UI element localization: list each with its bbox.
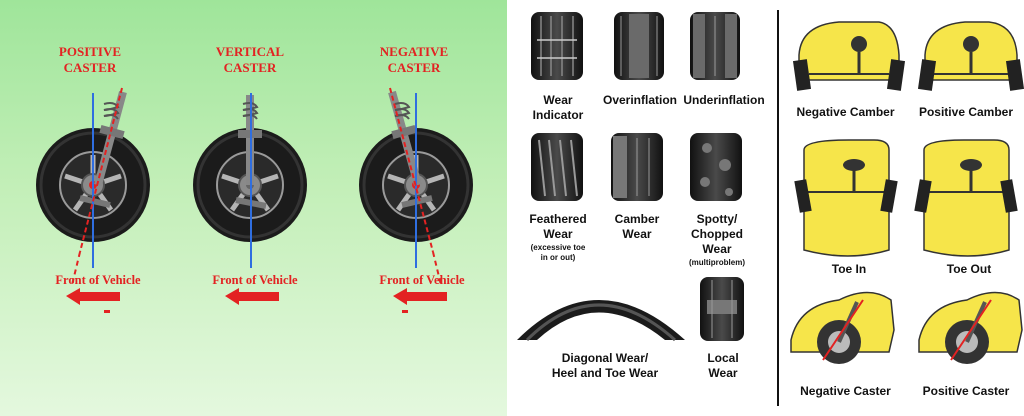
positive-caster-steering-axis [79,87,123,253]
tire-diagonal-wear [517,300,685,342]
tire-underinflation [690,12,740,80]
negative-caster-steering-axis [389,87,434,253]
feathered-wear-note1: (excessive toe [530,243,586,252]
feathered-wear-caption: Feathered Wear [519,212,597,242]
positive-caster-line2: CASTER [63,60,117,75]
spotty-wear-caption: Spotty/ Chopped Wear [683,212,751,257]
caster-drawings [36,87,473,305]
camber-wear-caption: Camber Wear [603,212,671,242]
underinflation-caption: Underinflation [683,93,765,107]
feathered-wear-note: (excessive toe in or out) [519,243,597,263]
spotty-wear-line2: Chopped [691,227,743,241]
front-arrow-2 [225,288,279,305]
wear-indicator-line2: Indicator [532,108,584,122]
vertical-caster-label: VERTICAL CASTER [195,44,305,76]
positive-caster-strut [79,90,127,208]
negative-caster-car [790,291,895,364]
positive-caster-line1: POSITIVE [58,44,122,59]
panel-divider [777,10,779,406]
spotty-wear-line1: Spotty/ [696,212,738,226]
tire-feathered-wear [531,133,583,201]
camber-wear-line2: Wear [622,227,652,241]
diagonal-wear-line2: Heel and Toe Wear [551,366,659,380]
tire-wear-drawings [517,12,744,342]
positive-camber-label: Positive Camber [918,105,1014,119]
negative-caster-line2: CASTER [387,60,441,75]
feathered-wear-note2: in or out) [540,253,576,262]
positive-caster-label: POSITIVE CASTER [35,44,145,76]
negative-camber-label: Negative Camber [796,105,895,119]
diagonal-wear-caption: Diagonal Wear/ Heel and Toe Wear [521,351,689,381]
vertical-caster-line1: VERTICAL [215,44,285,59]
toe-in-label: Toe In [831,262,867,276]
positive-caster-caption: Positive Caster [922,384,1010,398]
front-of-vehicle-label-3: Front of Vehicle [379,273,465,287]
front-of-vehicle-label-1: Front of Vehicle [55,273,141,287]
camber-wear-line1: Camber [614,212,660,226]
local-wear-line2: Wear [708,366,738,380]
tire-local-wear [700,277,744,341]
front-of-vehicle-label-2: Front of Vehicle [212,273,298,287]
wear-indicator-caption: Wear Indicator [525,93,591,123]
negative-camber-car [792,21,906,91]
tire-overinflation [614,12,664,80]
tire-wear-indicator [531,12,583,80]
toe-out-label: Toe Out [946,262,992,276]
negative-caster-caption: Negative Caster [800,384,891,398]
tire-spotty-wear [690,133,742,201]
alignment-drawings [790,21,1024,364]
feathered-wear-line1: Feathered [529,212,587,226]
red-tick-mark-2 [402,310,408,313]
positive-camber-car [917,21,1024,91]
tire-camber-wear [611,133,663,201]
negative-caster-label: NEGATIVE CASTER [359,44,469,76]
negative-caster-line1: NEGATIVE [379,44,449,59]
local-wear-caption: Local Wear [697,351,749,381]
wear-indicator-line1: Wear [543,93,573,107]
positive-caster-car [918,291,1023,364]
toe-out-car [914,139,1018,257]
vertical-caster-line2: CASTER [223,60,277,75]
overinflation-caption: Overinflation [602,93,677,107]
toe-in-car [794,139,898,257]
front-arrow-3 [393,288,447,305]
spotty-wear-note: (multiproblem) [689,258,745,267]
diagonal-wear-line1: Diagonal Wear/ [561,351,649,365]
tire-wear-panel: Wear Indicator Overinflation Underinflat… [507,0,775,416]
local-wear-line1: Local [707,351,739,365]
alignment-panel: Negative Camber Positive Camber Toe In T… [779,0,1024,416]
feathered-wear-line2: Wear [543,227,573,241]
caster-diagram-panel: POSITIVE CASTER VERTICAL CASTER NEGATIVE… [0,0,507,416]
spotty-wear-line3: Wear [702,242,732,256]
red-tick-mark-1 [104,310,110,313]
front-arrow-1 [66,288,120,305]
